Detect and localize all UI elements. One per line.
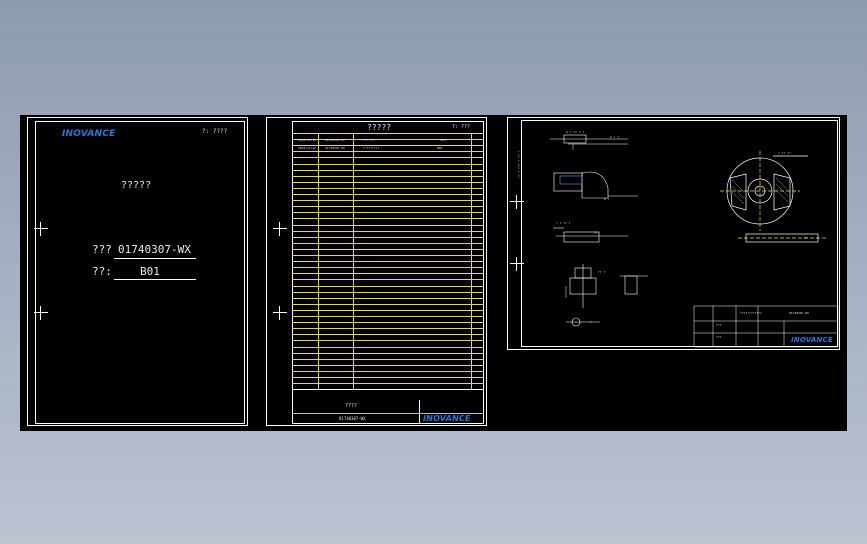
inovance-logo: INOVANCE — [791, 336, 833, 344]
svg-text:?? ? ??? ? ?? ?: ?? ? ??? ? ?? ? — [517, 151, 521, 178]
table-row-line — [292, 194, 484, 195]
table-row-line — [292, 340, 484, 342]
table-row-line — [292, 297, 484, 299]
table-row-line — [292, 133, 484, 134]
table-row-line — [292, 261, 484, 263]
revision-sheet-title: ????? — [367, 123, 392, 132]
cover-sheet: INOVANCE ?: ???? ????? ??? 01740307-WX ?… — [27, 117, 248, 426]
svg-text:???: ??? — [716, 323, 722, 327]
cover-sheet-border — [35, 121, 245, 424]
table-cell: 2024/03/12 01740307-WX ??????? B01 — [298, 138, 447, 142]
table-column-line — [471, 133, 472, 389]
table-row-line — [292, 200, 484, 202]
table-row-line — [292, 267, 484, 269]
crosshair-marker — [273, 306, 287, 320]
table-row-line — [292, 383, 484, 385]
document-code-value: 01740307-WX — [118, 243, 191, 256]
svg-text:A ? ?: A ? ? — [610, 135, 619, 139]
table-row-line — [292, 175, 484, 177]
inovance-logo: INOVANCE — [423, 414, 471, 423]
revision-sheet-top-right: ?: ??? — [452, 124, 471, 130]
crosshair-marker — [273, 222, 287, 236]
table-row-line — [292, 303, 484, 305]
revision-sheet-border — [292, 121, 484, 424]
table-column-line — [353, 133, 354, 389]
part-drawing-views: ⌀ ? ?? ? ? A ? ? B ? ? ? ?? ? ?? ?? ? ? … — [517, 130, 839, 348]
table-row-line — [292, 163, 484, 165]
table-row-line — [292, 279, 484, 281]
svg-text:? ? ?? ?: ? ? ?? ? — [556, 221, 571, 225]
crosshair-marker — [34, 222, 48, 236]
table-row-line — [292, 291, 484, 293]
footer-divider — [292, 389, 484, 390]
footer-center-text: ???? — [345, 403, 358, 409]
table-row-line — [292, 242, 484, 244]
svg-text:⌀ ? ?? ? ?: ⌀ ? ?? ? ? — [566, 130, 584, 134]
table-row-line — [292, 236, 484, 238]
svg-text:?: ? — [590, 320, 592, 324]
part-drawing-border — [521, 120, 838, 347]
table-row-line — [292, 334, 484, 336]
table-row-line — [292, 206, 484, 208]
crosshair-marker — [510, 257, 524, 271]
cover-top-right-text: ?: ???? — [202, 128, 228, 135]
svg-text:???: ??? — [716, 335, 722, 339]
svg-text:??: ?? — [594, 231, 598, 235]
table-row-line — [292, 352, 484, 354]
cover-title: ????? — [121, 180, 152, 191]
table-row-line — [292, 169, 484, 171]
table-row-line — [292, 358, 484, 360]
table-row-line — [292, 224, 484, 226]
table-row-line — [292, 187, 484, 189]
table-row-line — [292, 139, 484, 141]
footer-code: 01740307-WX — [339, 416, 366, 421]
table-row-line — [292, 322, 484, 324]
table-row-line — [292, 309, 484, 311]
svg-text:B ?: B ? — [604, 197, 610, 201]
part-drawing-sheet: ⌀ ? ?? ? ? A ? ? B ? ? ? ?? ? ?? ?? ? ? … — [507, 117, 840, 350]
table-row-line — [292, 157, 484, 159]
table-cell: 2024/11/20 01740307-WX ????????? B02 — [298, 146, 443, 150]
svg-text:????????????: ???????????? — [740, 311, 762, 315]
table-row-line — [292, 212, 484, 214]
svg-text:??: ?? — [804, 236, 808, 240]
table-row-line — [292, 346, 484, 348]
revision-label: ??: — [92, 265, 112, 278]
svg-text:? ?? ??: ? ?? ?? — [778, 151, 791, 155]
table-column-line — [318, 133, 319, 389]
footer-divider — [292, 413, 484, 414]
footer-divider — [419, 400, 420, 424]
svg-text:01740307-WX: 01740307-WX — [789, 311, 809, 315]
svg-text:?? ?: ?? ? — [598, 270, 605, 274]
table-row-line — [292, 248, 484, 250]
table-row-line — [292, 181, 484, 183]
table-row-line — [292, 255, 484, 256]
inovance-logo: INOVANCE — [62, 129, 116, 139]
table-row-line — [292, 377, 484, 378]
table-row-line — [292, 328, 484, 330]
code-underline — [114, 258, 196, 259]
revision-underline — [114, 279, 196, 280]
cad-drawing-canvas[interactable]: INOVANCE ?: ???? ????? ??? 01740307-WX ?… — [20, 115, 847, 431]
revision-value: B01 — [140, 265, 160, 278]
table-row-line — [292, 145, 484, 147]
table-row-line — [292, 364, 484, 366]
table-row-line — [292, 285, 484, 287]
table-row-line — [292, 316, 484, 317]
table-row-line — [292, 273, 484, 275]
table-row-line — [292, 230, 484, 232]
crosshair-marker — [34, 306, 48, 320]
crosshair-marker — [510, 195, 524, 209]
revision-sheet: ????? ?: ??? 2024/03/12 01740307-WX ????… — [266, 117, 487, 426]
table-row-line — [292, 218, 484, 220]
table-row-line — [292, 151, 484, 153]
table-row-line — [292, 370, 484, 372]
document-code-label: ??? — [92, 243, 112, 256]
